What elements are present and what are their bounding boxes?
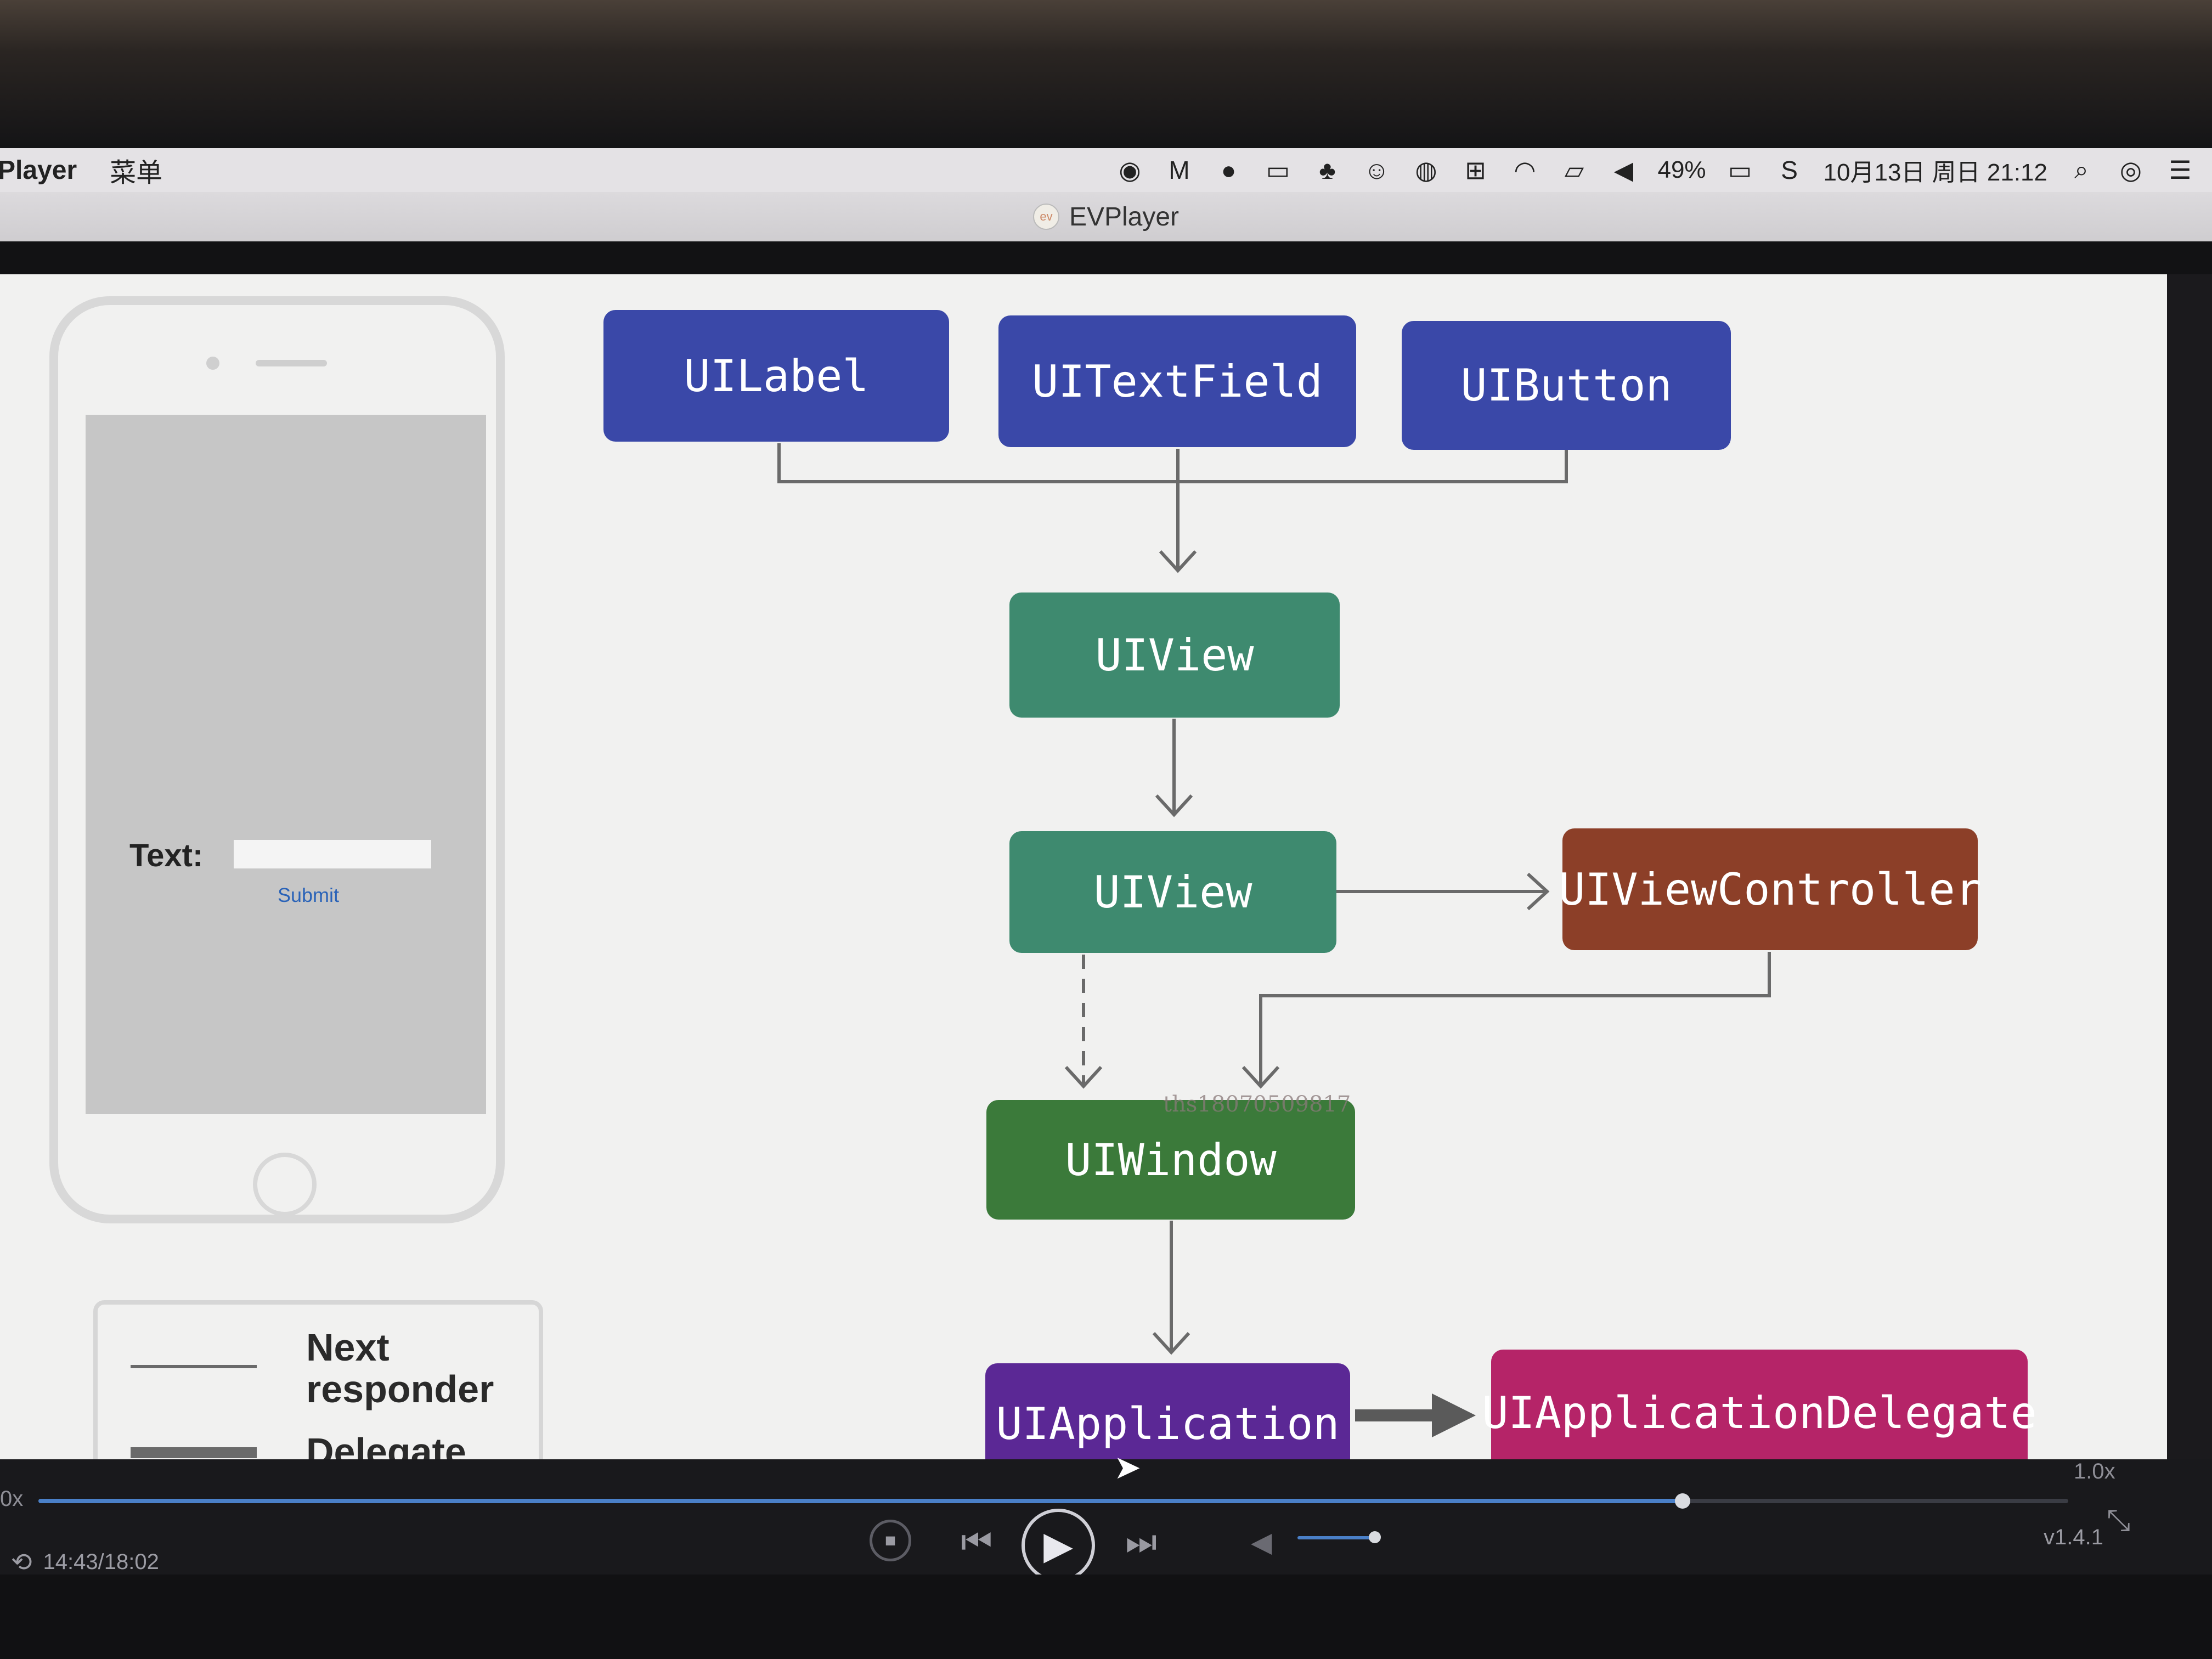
arrowhead-window-2 <box>1242 1065 1280 1089</box>
node-uiwindow: UIWindow <box>986 1100 1355 1220</box>
mouse-cursor-icon: ➤ <box>1114 1449 1142 1486</box>
window-title-bar: ev EVPlayer <box>0 192 2212 242</box>
diagram-edges <box>777 443 1771 1437</box>
legend-next-responder: Next responder <box>306 1326 494 1410</box>
phone-mockup: Text: Submit <box>49 296 505 1223</box>
node-uiviewcontroller: UIViewController <box>1559 828 1982 950</box>
progress-bar[interactable] <box>38 1493 2068 1509</box>
fullscreen-icon[interactable]: ⤡ <box>2107 1504 2131 1537</box>
stop-button[interactable]: ■ <box>870 1520 911 1561</box>
spotlight-search-icon[interactable]: ⌕ <box>2074 155 2089 184</box>
speaker-grille <box>256 360 327 366</box>
watermark: ths18070509817 <box>1163 1092 1351 1117</box>
play-button[interactable]: ▶ <box>1022 1509 1095 1582</box>
menu-bar: Player 菜单 ◉ M ● ▭ ♣ ☺ ◍ ⊞ ◠ ▱ ◀ 49% ▭ S … <box>0 148 2212 192</box>
text-field-label: Text: <box>129 838 204 873</box>
legend-delegate: Delegate <box>306 1430 466 1459</box>
siri-icon[interactable]: ◎ <box>2119 156 2142 184</box>
menu-item[interactable]: 菜单 <box>110 159 163 188</box>
screen-bezel-top <box>0 0 2212 148</box>
mic-icon[interactable]: ◍ <box>1415 156 1437 184</box>
status-area: ◉ M ● ▭ ♣ ☺ ◍ ⊞ ◠ ▱ ◀ 49% ▭ S 10月13日 周日 … <box>1114 148 2212 192</box>
arrowhead-application <box>1152 1331 1190 1355</box>
legend: Next responder Delegate <box>93 1300 543 1459</box>
legend-thick-line <box>131 1447 257 1458</box>
node-uiview-2: UIView <box>1009 831 1336 953</box>
screen-icon[interactable]: ▭ <box>1266 156 1290 184</box>
emoji-icon[interactable]: ☺ <box>1363 156 1390 184</box>
screen-bezel-bottom <box>0 1575 2212 1659</box>
time-label: 14:43/18:02 <box>43 1549 159 1574</box>
edge-merge-top <box>777 443 1568 483</box>
volume-handle[interactable] <box>1369 1531 1381 1543</box>
notification-center-icon[interactable]: ☰ <box>2169 156 2192 184</box>
battery-icon[interactable]: ▭ <box>1728 156 1752 184</box>
camera-icon <box>206 357 219 370</box>
clock[interactable]: 10月13日 周日 21:12 <box>1823 159 2047 186</box>
node-uitextfield: UITextField <box>998 315 1356 447</box>
arrowhead-window-1 <box>1064 1065 1103 1089</box>
node-uilabel: UILabel <box>603 310 949 442</box>
player-controls: 0x 1.0x ⟲ 14:43/18:02 ■ ⏮ ▶ ⏭ ◀ v1.4.1 ⤡ <box>0 1459 2212 1582</box>
qq-icon[interactable]: ● <box>1221 156 1237 184</box>
node-uibutton: UIButton <box>1402 321 1731 450</box>
node-uiapplication: UIApplication <box>985 1363 1350 1459</box>
input-icon[interactable]: ⊞ <box>1465 156 1486 184</box>
edge-controller-window <box>1259 952 1771 1086</box>
phone-screen <box>86 415 486 1114</box>
play-icon: ▶ <box>1043 1524 1073 1567</box>
arrowhead-delegate <box>1432 1393 1476 1437</box>
sogou-icon[interactable]: S <box>1781 156 1798 184</box>
submit-button: Submit <box>278 884 340 906</box>
node-uiapplicationdelegate: UIApplicationDelegate <box>1482 1350 2037 1459</box>
volume-icon[interactable]: ◀ <box>1251 1527 1272 1558</box>
loop-icon[interactable]: ⟲ <box>11 1548 32 1576</box>
arrowhead-uiview2 <box>1155 794 1193 817</box>
skip-forward-icon: ⏭ <box>1125 1521 1157 1561</box>
evplayer-app-icon: ev <box>1032 204 1059 230</box>
volume-icon[interactable]: ◀ <box>1613 156 1634 184</box>
node-uiview-1: UIView <box>1009 592 1340 718</box>
previous-button[interactable]: ⏮ <box>955 1520 998 1564</box>
version-label: v1.4.1 <box>2044 1525 2103 1549</box>
player-top-strip <box>0 241 2212 274</box>
window-title: EVPlayer <box>1069 202 1180 232</box>
next-button[interactable]: ⏭ <box>1119 1520 1163 1564</box>
progress-fill <box>38 1499 1683 1503</box>
battery-percent[interactable]: 49% <box>1657 156 1706 183</box>
text-field <box>234 840 431 868</box>
arrowhead-controller <box>1526 872 1550 911</box>
progress-handle[interactable] <box>1675 1493 1690 1509</box>
speed-label-left: 0x <box>0 1487 24 1511</box>
time-display: ⟲ 14:43/18:02 <box>11 1547 159 1577</box>
speed-button[interactable]: 1.0x <box>2074 1459 2115 1483</box>
skip-back-icon: ⏮ <box>961 1521 992 1561</box>
stop-icon: ■ <box>884 1530 896 1551</box>
home-button <box>253 1153 317 1216</box>
arrowhead-uiview1 <box>1159 550 1197 573</box>
app-menu[interactable]: Player <box>0 155 77 185</box>
video-frame[interactable]: Text: Submit Next responder Delegate <box>0 274 2167 1459</box>
wechat-icon[interactable]: ◉ <box>1119 156 1141 184</box>
airplay-icon[interactable]: ▱ <box>1564 156 1584 184</box>
volume-slider[interactable] <box>1297 1536 1374 1539</box>
gmail-icon[interactable]: M <box>1169 156 1190 184</box>
wifi-icon[interactable]: ◠ <box>1514 156 1536 184</box>
evernote-icon[interactable]: ♣ <box>1319 156 1336 184</box>
legend-thin-line <box>131 1365 257 1368</box>
